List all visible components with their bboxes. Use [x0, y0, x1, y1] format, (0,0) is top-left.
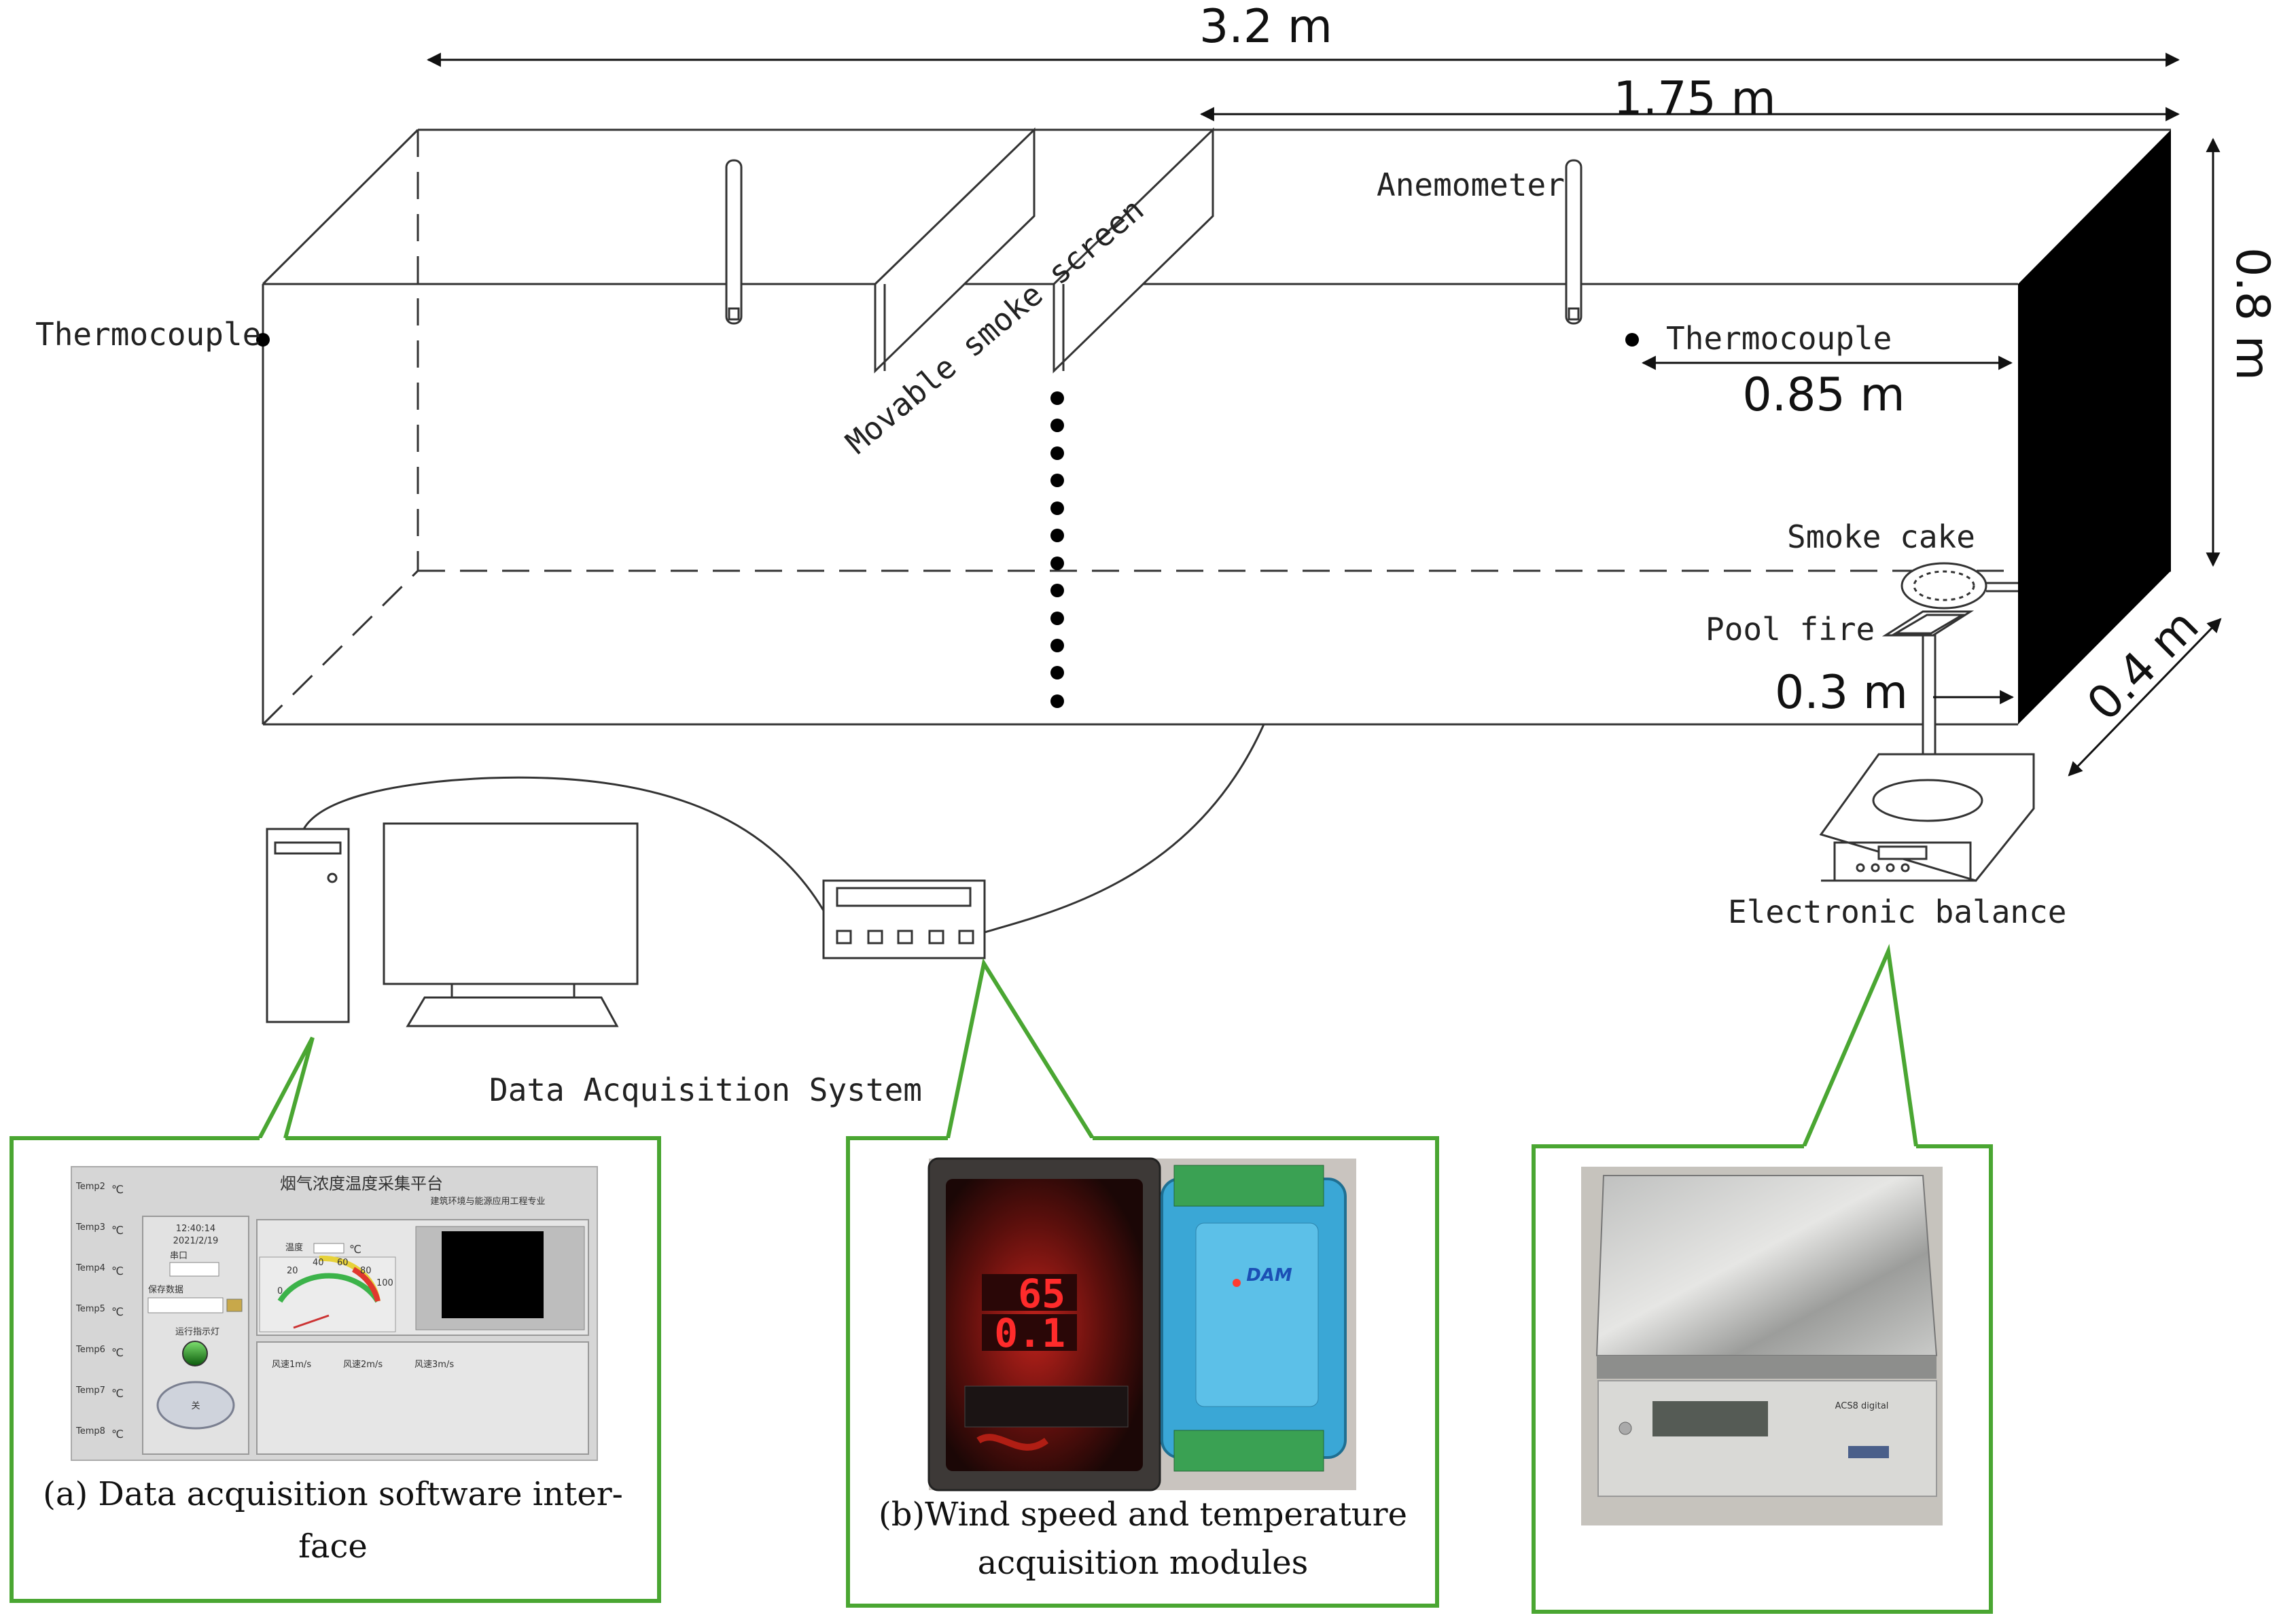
smoke-screen-left	[874, 127, 1036, 374]
gauge-label: 温度	[285, 1242, 303, 1253]
wind1-label: 风速1m/s	[272, 1360, 311, 1370]
tunnel-top-left-edge	[262, 128, 419, 285]
gauge-tick-80: 80	[360, 1266, 372, 1276]
stop-button[interactable]	[156, 1381, 235, 1430]
wind3-label: 风速3m/s	[414, 1360, 454, 1370]
smoke-cake-label: Smoke cake	[1787, 518, 1975, 555]
callout-a	[258, 1036, 315, 1140]
chart-plot-area	[442, 1231, 544, 1318]
temp3-unit: ℃	[111, 1224, 124, 1237]
cable-computer	[302, 776, 825, 911]
tunnel-end-wall	[2018, 130, 2171, 724]
panel-a-caption-line1: (a) Data acquisition software inter-	[43, 1475, 623, 1513]
thermocouple-right-label: Thermocouple	[1666, 320, 1892, 357]
temp5-unit: ℃	[111, 1305, 124, 1318]
browse-icon[interactable]	[226, 1299, 243, 1312]
dim-fire-text: 0.3 m	[1775, 666, 1908, 720]
anemometer-label: Anemometer	[1377, 166, 1565, 203]
balance-brand: ACS8 digital	[1835, 1401, 1889, 1411]
display-top-value: 65	[1018, 1271, 1065, 1317]
dim-total-text: 3.2 m	[1199, 0, 1332, 54]
temp6-unit: ℃	[111, 1346, 124, 1359]
temp4-label: Temp4	[75, 1263, 105, 1273]
balance-display	[1652, 1401, 1768, 1436]
temp7-label: Temp7	[75, 1385, 105, 1396]
port-select[interactable]	[169, 1262, 219, 1277]
software-subtitle: 建筑环境与能源应用工程专业	[430, 1196, 545, 1207]
gauge-tick-20: 20	[287, 1266, 298, 1276]
thermocouple-right-point	[1625, 333, 1639, 347]
temp2-unit: ℃	[111, 1183, 124, 1196]
panel-b-caption-line1: (b)Wind speed and temperature	[879, 1496, 1407, 1534]
modules-photo: 65 0.1 DAM	[927, 1157, 1356, 1491]
gauge-tick-40: 40	[313, 1258, 324, 1268]
data-acquisition-box	[822, 879, 986, 959]
tunnel-bottom-left-edge	[262, 569, 419, 726]
temp6-label: Temp6	[75, 1345, 105, 1355]
pool-fire-label: Pool fire	[1705, 611, 1875, 648]
wind2-label: 风速2m/s	[343, 1360, 383, 1370]
balance-front-panel	[1597, 1380, 1937, 1497]
led-display-bottom	[982, 1314, 1077, 1351]
temp8-label: Temp8	[75, 1426, 105, 1436]
dam-status-led	[1233, 1279, 1241, 1287]
led-display-top	[982, 1274, 1077, 1311]
save-label: 保存数据	[148, 1285, 183, 1295]
thermocouple-left-label: Thermocouple	[35, 316, 261, 353]
thermocouple-left-point	[256, 333, 270, 347]
clock-time: 12:40:14	[176, 1224, 215, 1234]
temp3-label: Temp3	[75, 1222, 105, 1233]
temp5-label: Temp5	[75, 1304, 105, 1314]
monitor	[383, 822, 639, 1027]
clock-date: 2021/2/19	[173, 1236, 219, 1246]
running-label: 运行指示灯	[175, 1327, 219, 1337]
das-label: Data Acquisition System	[489, 1072, 922, 1108]
display-bottom-value: 0.1	[994, 1310, 1065, 1356]
dim-part-text: 1.75 m	[1613, 72, 1775, 126]
callout-b	[946, 958, 1095, 1140]
panel-a-caption-line2: face	[298, 1528, 368, 1566]
smoke-cake	[1900, 562, 2018, 610]
gauge-unit: ℃	[349, 1243, 361, 1256]
gauge-panel: 温度 ℃ 0 20 40 60 80 100	[256, 1219, 589, 1336]
balance-photo: ACS8 digital	[1581, 1167, 1943, 1525]
port-label: 串口	[170, 1251, 188, 1261]
temp8-unit: ℃	[111, 1428, 124, 1441]
dam-brand: DAM	[1246, 1265, 1292, 1286]
gauge-tick-60: 60	[337, 1258, 349, 1268]
dim-line-width	[2068, 618, 2222, 777]
temperature-gauge	[277, 1273, 381, 1303]
gauge-tick-0: 0	[277, 1286, 283, 1296]
wind-panel: 风速1m/s 风速2m/s 风速3m/s	[256, 1341, 589, 1455]
gauge-tick-100: 100	[376, 1278, 393, 1288]
cable-tunnel	[984, 724, 1265, 934]
software-title: 烟气浓度温度采集平台	[280, 1174, 443, 1193]
panel-b-caption-line2: acquisition modules	[978, 1544, 1309, 1582]
temp4-unit: ℃	[111, 1265, 124, 1277]
stop-button-label: 关	[191, 1401, 200, 1411]
software-window: 烟气浓度温度采集平台 建筑环境与能源应用工程专业 Temp2 ℃ Temp3 ℃…	[71, 1166, 598, 1461]
temp2-label: Temp2	[75, 1182, 105, 1192]
temp-column: Temp2 ℃ Temp3 ℃ Temp4 ℃ Temp5 ℃ Temp6 ℃ …	[75, 1182, 124, 1441]
thermocouple-tree	[1050, 391, 1064, 708]
callout-c	[1802, 944, 1918, 1148]
save-path-field[interactable]	[147, 1297, 224, 1313]
probe-left	[725, 159, 743, 325]
smoke-screen-right	[1053, 127, 1214, 374]
electronic-balance-label: Electronic balance	[1728, 894, 2067, 930]
computer-tower	[266, 828, 350, 1023]
temp7-unit: ℃	[111, 1387, 124, 1400]
anemometer-probe	[1565, 159, 1582, 325]
running-indicator-icon	[182, 1341, 208, 1366]
electronic-balance-sketch	[1819, 753, 2035, 882]
dim-thermocouple-text: 0.85 m	[1742, 368, 1905, 422]
control-column: 12:40:14 2021/2/19 串口 保存数据 运行指示灯 关	[142, 1216, 249, 1455]
dim-height-text: 0.8 m	[2225, 247, 2279, 381]
